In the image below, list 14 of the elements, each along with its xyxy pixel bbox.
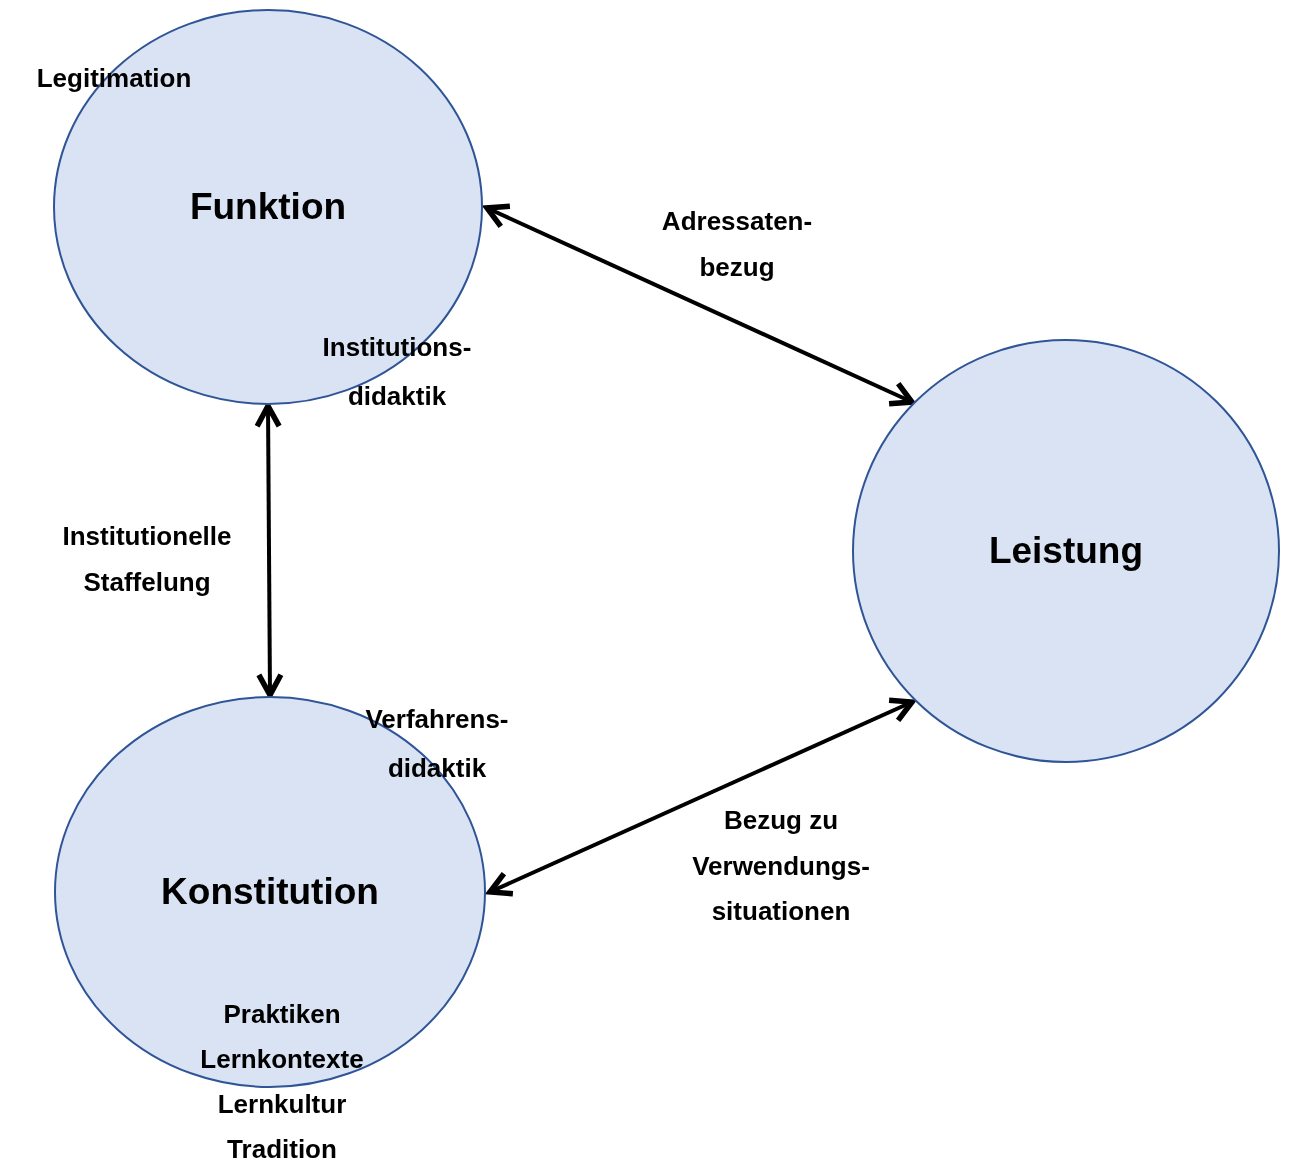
double-arrow [487,697,915,897]
double-arrow [254,403,284,698]
circle-node [852,339,1280,763]
annotation-text: Lernkontexte [200,1042,364,1076]
node-title: Konstitution [161,871,379,913]
edge-label: Institutionelle Staffelung [61,519,233,598]
node-title: Leistung [988,530,1144,572]
node-title: Funktion [189,186,347,228]
edge-label: Bezug zu Verwendungs- situationen [691,803,871,928]
annotation-text: Lernkultur [217,1087,347,1121]
annotation-text: Tradition [227,1132,337,1164]
edge-label: Adressaten- bezug [660,204,814,283]
annotation-text: Praktiken [223,997,341,1031]
double-arrow [484,203,915,407]
